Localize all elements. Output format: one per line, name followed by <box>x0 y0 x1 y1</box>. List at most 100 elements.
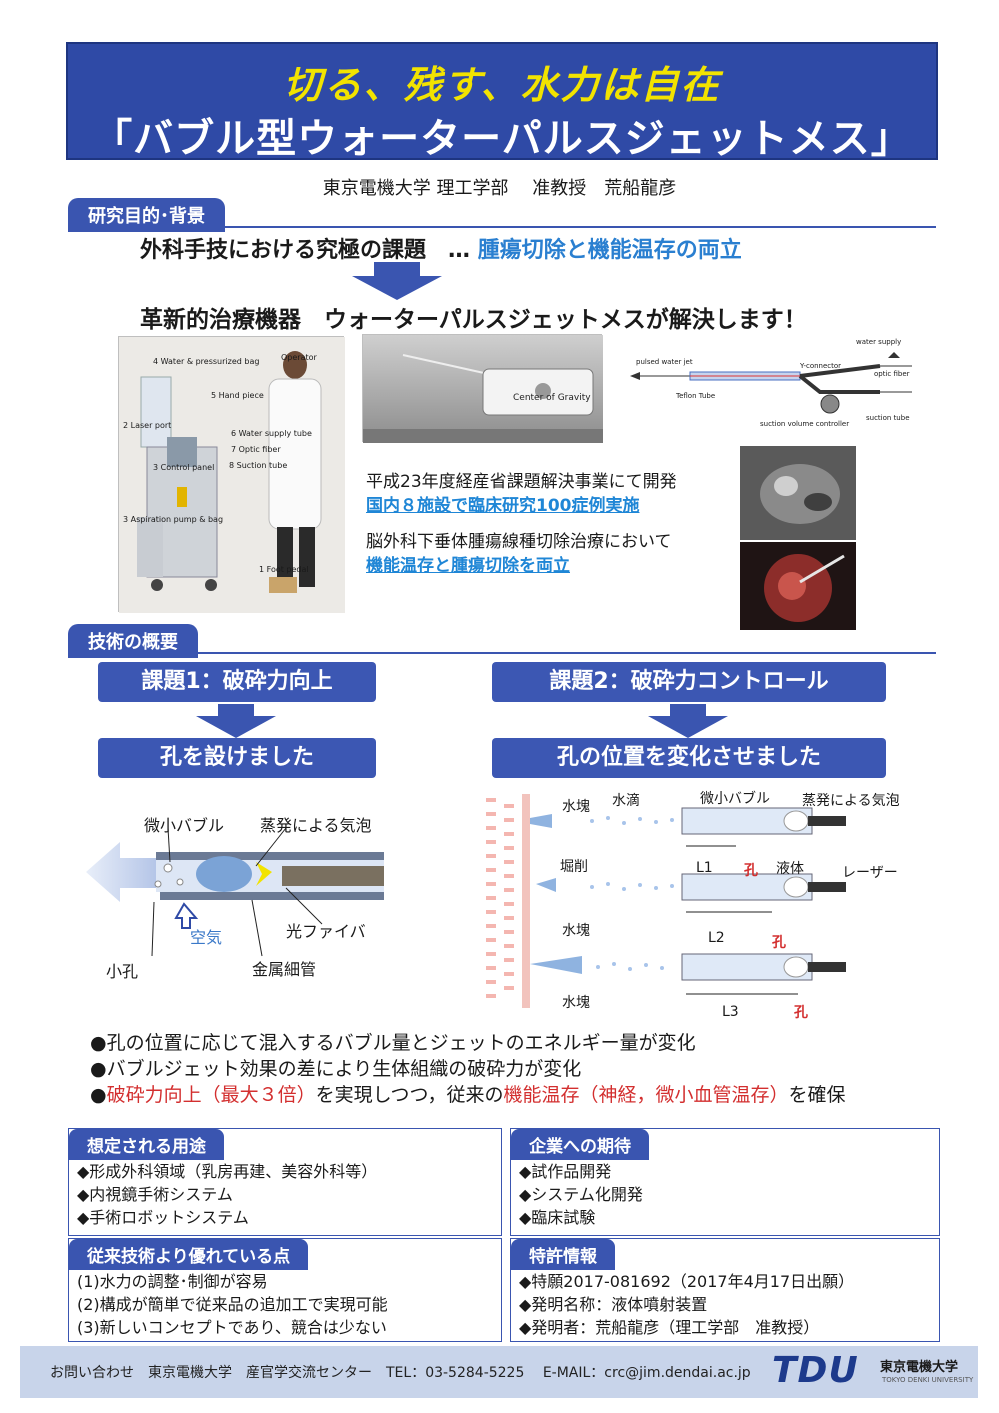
label-optic-fiber: 光ファイバ <box>286 922 366 941</box>
label-hole-3: 孔 <box>794 1005 808 1021</box>
label-center-of-gravity: Center of Gravity <box>513 393 591 403</box>
advantage-list: (1)水力の調整･制御が容易 (2)構成が簡単で従来品の追加工で実現可能 (3)… <box>69 1270 501 1339</box>
bullet-bubble-amount: ●孔の位置に応じて混入するバブル量とジェットのエネルギー量が変化 <box>90 1032 696 1054</box>
author-line: 東京電機大学 理工学部 准教授 荒船龍彦 <box>322 178 677 199</box>
label-hole-2: 孔 <box>772 935 786 951</box>
note-function-preservation: 機能温存と腫瘍切除を両立 <box>366 556 570 576</box>
list-item: (2)構成が簡単で従来品の追加工で実現可能 <box>77 1295 388 1314</box>
label-hand-piece: 5 Hand piece <box>211 391 264 400</box>
list-item: ◆発明名称：液体噴射装置 <box>519 1295 708 1314</box>
uses-tab: 想定される用途 <box>69 1129 224 1160</box>
label-vapor-bubble-2: 蒸発による気泡 <box>802 793 900 809</box>
label-optic-fiber: 7 Optic fiber <box>231 445 281 454</box>
purpose-heading: 外科手技における究極の課題 … 腫瘍切除と機能温存の両立 <box>140 232 742 264</box>
university-name: 東京電機大学 <box>880 1360 959 1375</box>
note-development: 平成23年度経産省課題解決事業にて開発 <box>366 472 677 492</box>
label-small-hole: 小孔 <box>106 962 139 981</box>
label-L3: L3 <box>722 1004 739 1020</box>
advantage-box: 従来技術より優れている点 (1)水力の調整･制御が容易 (2)構成が簡単で従来品… <box>68 1238 502 1342</box>
label-vapor-bubble: 蒸発による気泡 <box>260 816 372 835</box>
label-water-drop: 水滴 <box>612 793 640 809</box>
list-item: ◆形成外科領域（乳房再建、美容外科等） <box>77 1162 378 1181</box>
surgery-image <box>740 542 856 630</box>
bubble-jet-diagram: 微小バブル 蒸発による気泡 空気 光ファイバ 小孔 金属細管 <box>86 806 406 986</box>
label-micro-bubble-2: 微小バブル <box>700 791 770 807</box>
label-operator: Operator <box>281 353 317 362</box>
list-item: ◆手術ロボットシステム <box>77 1208 249 1227</box>
list-item: (3)新しいコンセプトであり、競合は少ない <box>77 1318 387 1337</box>
label-water-mass-3: 水塊 <box>562 995 590 1011</box>
label-water-bag: 4 Water & pressurized bag <box>153 357 260 366</box>
list-item: ◆試作品開発 <box>519 1162 612 1181</box>
jet-schematic: pulsed water jet Teflon Tube Y-connector… <box>630 336 920 440</box>
label-control-panel: 3 Control panel <box>153 463 215 472</box>
title-catchphrase: 切る、残す、水力は自在 <box>283 63 721 107</box>
label-air: 空気 <box>190 928 223 947</box>
down-arrow-icon <box>352 262 442 300</box>
solution-heading: 革新的治療機器 ウォーターパルスジェットメスが解決します！ <box>140 307 807 333</box>
label-water-supply: water supply <box>856 338 902 346</box>
down-arrow-icon <box>196 704 276 738</box>
title-product-name: 「バブル型ウォーターパルスジェットメス」 <box>92 116 912 162</box>
label-water-mass-2: 水塊 <box>562 923 590 939</box>
label-suction-controller: suction volume controller <box>760 420 850 428</box>
label-liquid: 液体 <box>776 861 804 877</box>
label-foot-pedal: 1 Foot pedal <box>259 565 309 574</box>
bullet-result: ●破砕力向上（最大３倍）を実現しつつ，従来の機能温存（神経，微小血管温存）を確保 <box>90 1084 846 1106</box>
task2-result-box: 孔の位置を変化させました <box>492 738 886 778</box>
hole-position-diagram: 水塊 水滴 微小バブル 蒸発による気泡 堀削 L1 孔 液体 レーザー 水塊 L… <box>482 788 912 1021</box>
label-water-tube: 6 Water supply tube <box>231 429 312 438</box>
title-banner: 切る、残す、水力は自在 「バブル型ウォーターパルスジェットメス」 <box>66 42 938 162</box>
patent-box: 特許情報 ◆特願2017-081692（2017年4月17日出願） ◆発明名称：… <box>510 1238 940 1342</box>
mri-image <box>740 446 856 540</box>
label-aspiration: 3 Aspiration pump & bag <box>123 515 224 524</box>
expect-list: ◆試作品開発 ◆システム化開発 ◆臨床試験 <box>511 1160 939 1229</box>
list-item: ◆システム化開発 <box>519 1185 643 1204</box>
label-optic-fiber-schem: optic fiber <box>874 370 910 378</box>
label-excavation: 堀削 <box>560 859 588 875</box>
label-L1: L1 <box>696 860 713 876</box>
task1-box: 課題1：破砕力向上 <box>98 662 376 702</box>
label-micro-bubble: 微小バブル <box>144 816 225 835</box>
tdu-logo: TDU <box>772 1350 859 1391</box>
label-L2: L2 <box>708 930 725 946</box>
purpose-heading-highlight: 腫瘍切除と機能温存の両立 <box>477 238 742 263</box>
label-hole-1: 孔 <box>744 863 758 879</box>
purpose-heading-prefix: 外科手技における究極の課題 … <box>140 238 471 263</box>
uses-box: 想定される用途 ◆形成外科領域（乳房再建、美容外科等） ◆内視鏡手術システム ◆… <box>68 1128 502 1236</box>
label-laser-port: 2 Laser port <box>123 421 172 430</box>
label-suction-tube: 8 Suction tube <box>229 461 288 470</box>
label-y-connector: Y-connector <box>800 362 842 370</box>
label-pulsed-jet: pulsed water jet <box>636 358 693 366</box>
effect-bullets: ●孔の位置に応じて混入するバブル量とジェットのエネルギー量が変化 ●バブルジェッ… <box>90 1030 846 1108</box>
label-metal-tube: 金属細管 <box>252 960 317 979</box>
list-item: ◆特願2017-081692（2017年4月17日出願） <box>519 1272 855 1291</box>
list-item: (1)水力の調整･制御が容易 <box>77 1272 268 1291</box>
contact-info: お問い合わせ 東京電機大学 産官学交流センター TEL：03-5284-5225… <box>50 1365 751 1381</box>
task1-result-box: 孔を設けました <box>98 738 376 778</box>
note-clinical-study: 国内８施設で臨床研究100症例実施 <box>366 496 640 516</box>
clinical-notes: 平成23年度経産省課題解決事業にて開発 国内８施設で臨床研究100症例実施 脳外… <box>366 470 677 578</box>
list-item: ◆内視鏡手術システム <box>77 1185 233 1204</box>
expect-tab: 企業への期待 <box>511 1129 649 1160</box>
label-water-mass-1: 水塊 <box>562 799 590 815</box>
label-laser: レーザー <box>842 865 898 881</box>
section-rule <box>68 652 936 654</box>
device-photo: 4 Water & pressurized bag Operator 5 Han… <box>118 336 345 613</box>
section-rule <box>68 226 936 228</box>
note-neurosurgery: 脳外科下垂体腫瘍線種切除治療において <box>366 532 672 552</box>
advantage-tab: 従来技術より優れている点 <box>69 1239 309 1270</box>
uses-list: ◆形成外科領域（乳房再建、美容外科等） ◆内視鏡手術システム ◆手術ロボットシス… <box>69 1160 501 1229</box>
bullet-crushing-force: ●バブルジェット効果の差により生体組織の破砕力が変化 <box>90 1058 582 1080</box>
list-item: ◆発明者：荒船龍彦（理工学部 准教授） <box>519 1318 820 1337</box>
list-item: ◆臨床試験 <box>519 1208 596 1227</box>
down-arrow-icon <box>648 704 728 738</box>
footer-bar: お問い合わせ 東京電機大学 産官学交流センター TEL：03-5284-5225… <box>20 1346 978 1398</box>
patent-list: ◆特願2017-081692（2017年4月17日出願） ◆発明名称：液体噴射装… <box>511 1270 939 1339</box>
task2-box: 課題2：破砕力コントロール <box>492 662 886 702</box>
label-suction-tube-schem: suction tube <box>866 414 910 422</box>
patent-tab: 特許情報 <box>511 1239 615 1270</box>
university-name-en: TOKYO DENKI UNIVERSITY <box>882 1376 974 1384</box>
handpiece-photo: Center of Gravity <box>362 334 603 443</box>
expect-box: 企業への期待 ◆試作品開発 ◆システム化開発 ◆臨床試験 <box>510 1128 940 1236</box>
